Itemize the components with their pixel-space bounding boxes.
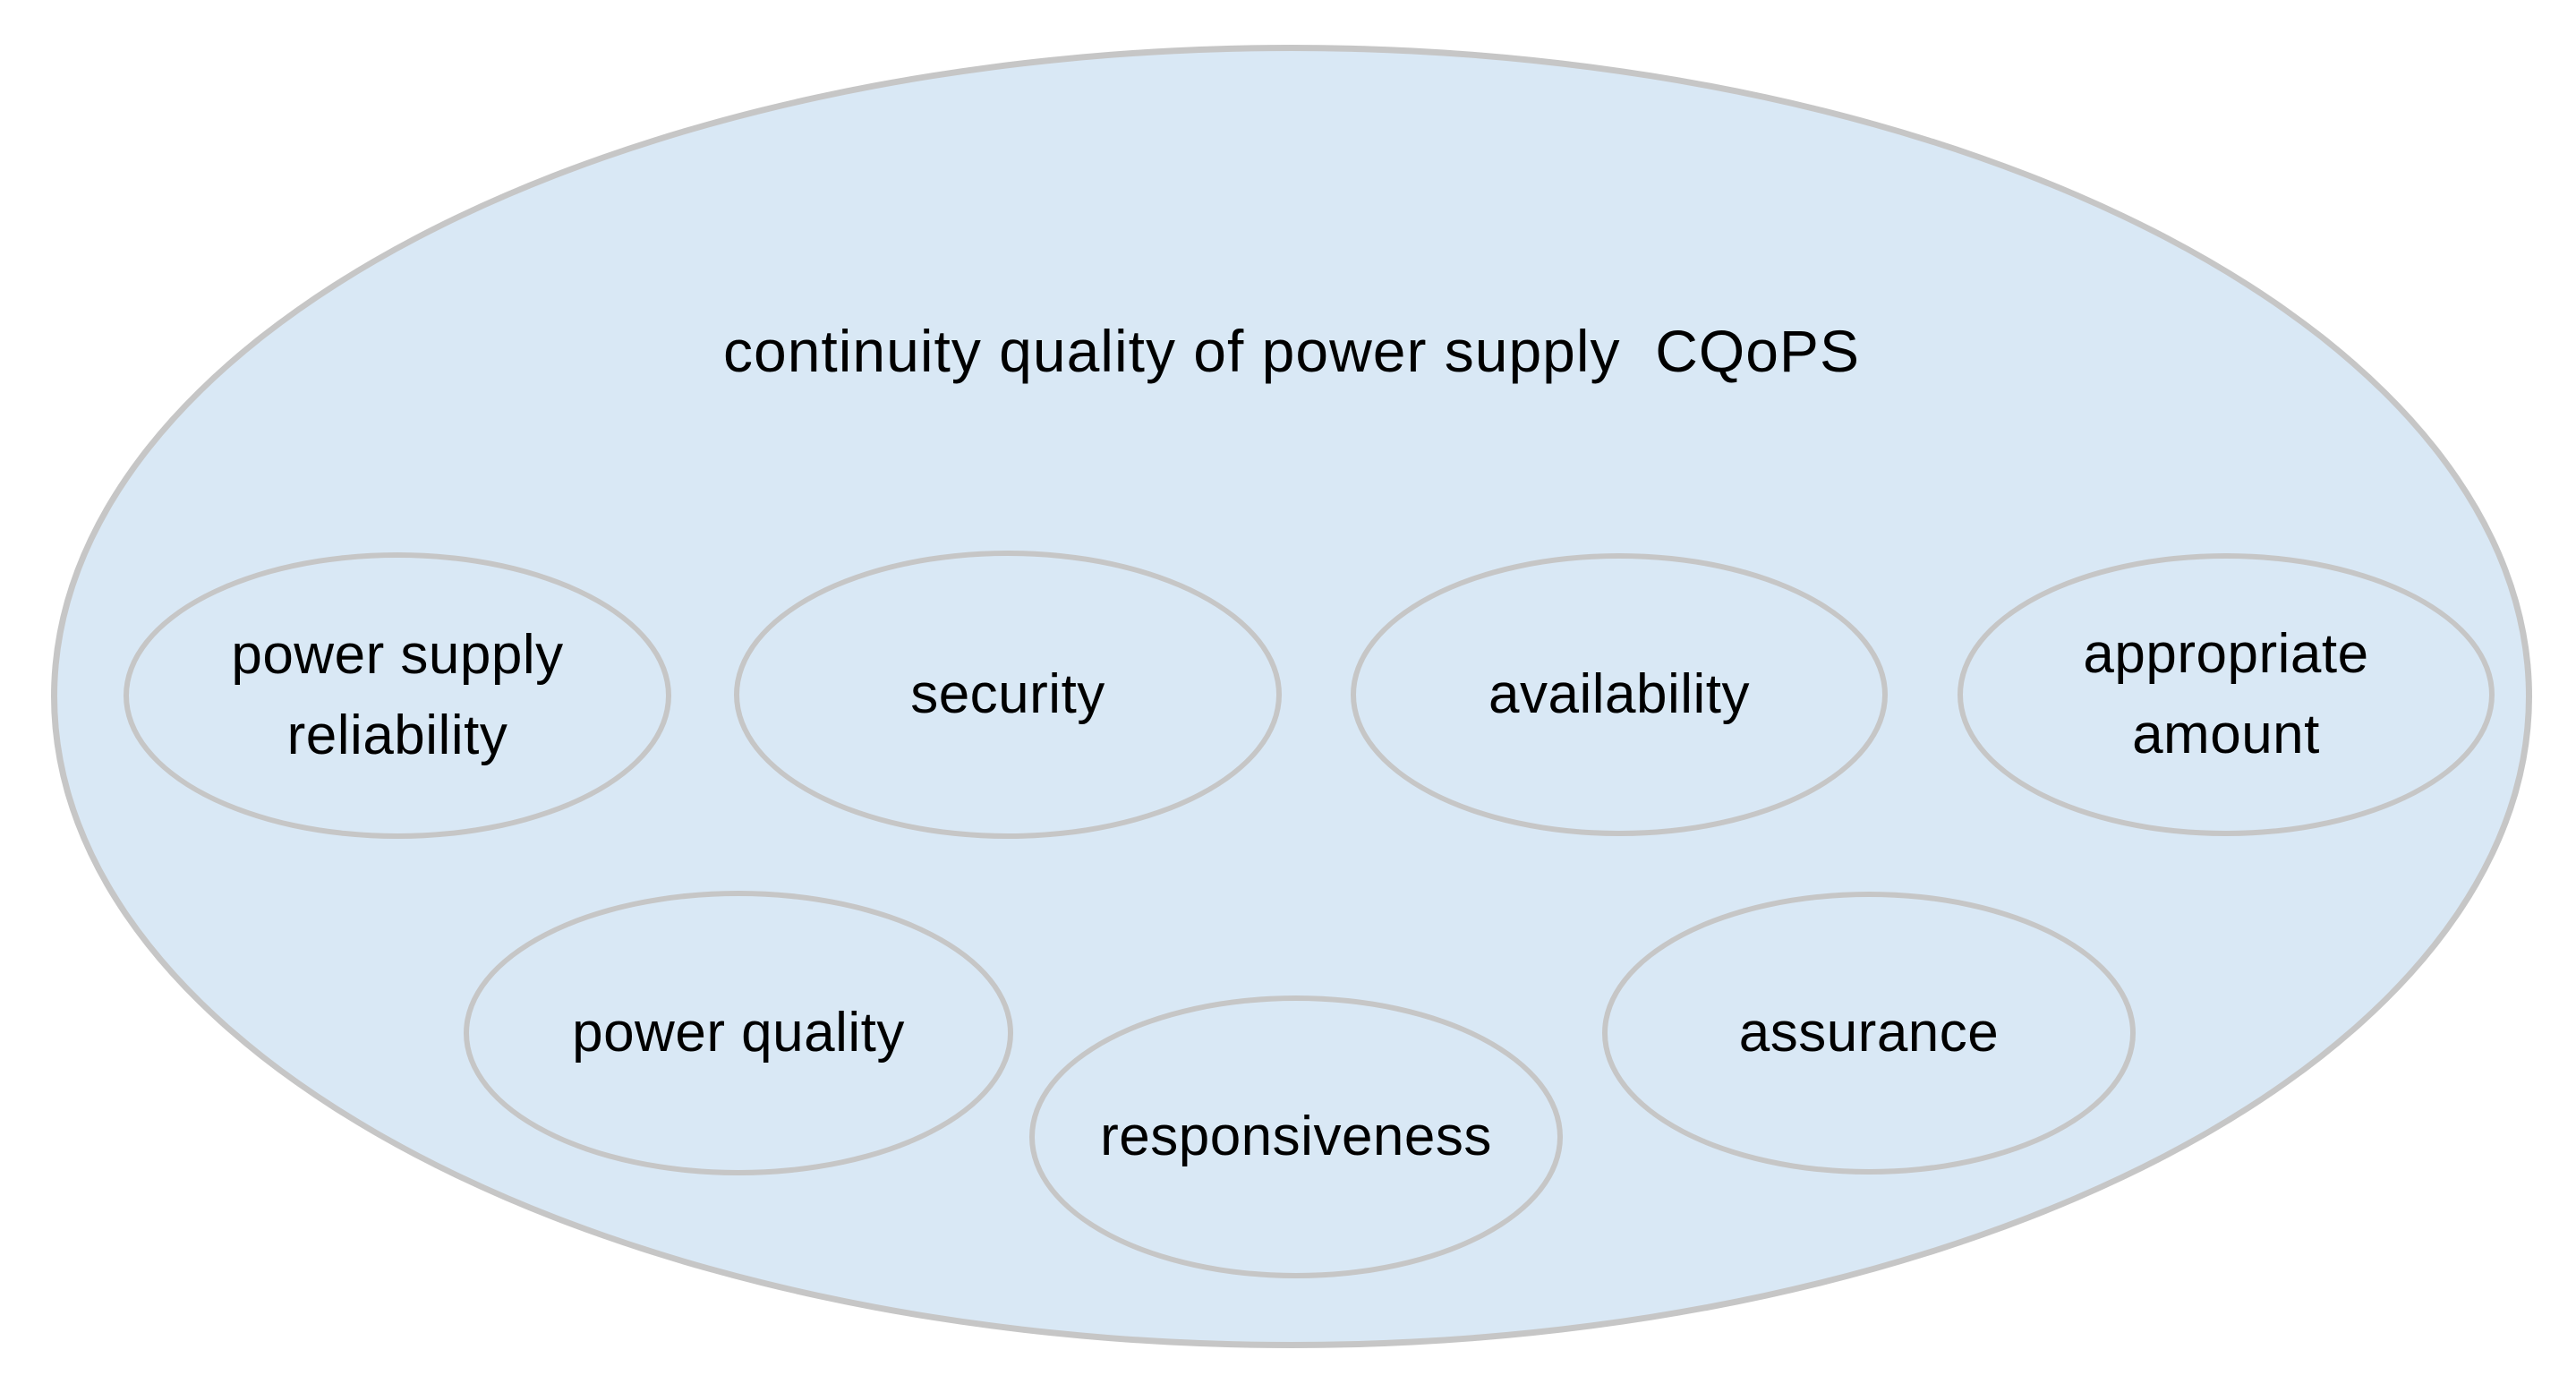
node-power-quality: power quality: [464, 891, 1013, 1175]
node-label-assurance: assurance: [1738, 1002, 2000, 1064]
node-label-power-supply-reliability: power supply reliability: [231, 624, 564, 766]
node-label-power-quality: power quality: [572, 1002, 905, 1064]
node-label-responsiveness: responsiveness: [1100, 1106, 1492, 1167]
node-availability: availability: [1351, 553, 1888, 836]
node-security: security: [734, 551, 1282, 839]
node-responsiveness: responsiveness: [1029, 995, 1563, 1278]
node-label-security: security: [910, 663, 1105, 725]
node-label-availability: availability: [1488, 663, 1751, 725]
node-assurance: assurance: [1602, 892, 2136, 1175]
node-power-supply-reliability: power supply reliability: [124, 552, 671, 839]
node-label-appropriate-amount: appropriate amount: [2083, 623, 2369, 765]
diagram-title: continuity quality of power supply CQoPS: [723, 318, 1860, 384]
node-appropriate-amount: appropriate amount: [1958, 553, 2495, 836]
